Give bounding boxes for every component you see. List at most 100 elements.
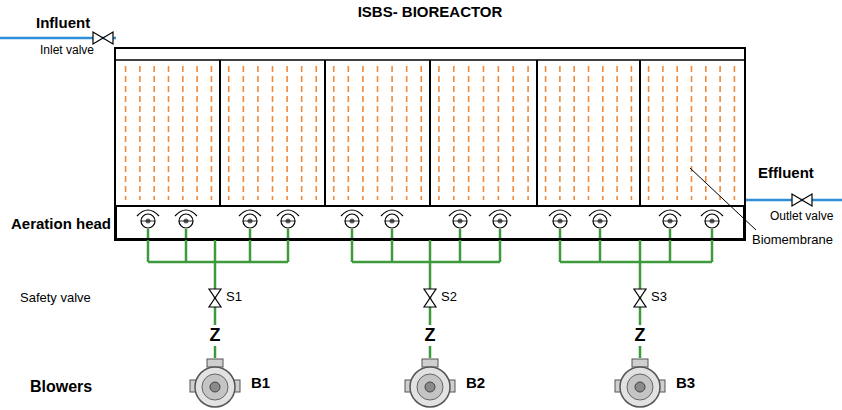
branch-pipe: [711, 229, 714, 262]
blower-unit: B3: [612, 358, 668, 408]
unit-tag: B2: [466, 374, 485, 391]
part-label: Aeration head: [11, 215, 111, 232]
coupling-symbol: Z: [632, 325, 649, 346]
inlet-label: Influent: [36, 14, 90, 31]
biomembrane-strand: [559, 66, 561, 200]
diffuser-disc: [663, 214, 677, 228]
blower-casing: [195, 367, 235, 407]
biomembrane-strand: [286, 66, 288, 200]
outlet-label: Effluent: [758, 164, 814, 181]
compartment-wall: [639, 60, 641, 205]
branch-pipe: [287, 229, 290, 262]
branch-pipe: [391, 229, 394, 262]
blower-outlet: [422, 359, 438, 367]
part-label: Safety valve: [20, 291, 91, 306]
biomembrane-strand: [182, 66, 184, 200]
blower-outlet: [207, 359, 223, 367]
diffuser-spoke: [493, 221, 507, 222]
compartment-walls: [220, 60, 640, 205]
diffuser-symbol: [137, 210, 159, 228]
manifold-pipe: [352, 261, 500, 264]
diffuser-spoke: [705, 221, 719, 222]
aeration-band: Aeration head: [115, 205, 745, 240]
diffuser-disc: [553, 214, 567, 228]
biomembrane-strand: [527, 66, 529, 200]
diffuser-symbol: [175, 210, 197, 228]
safety-valve-symbol: [209, 289, 221, 307]
biomembrane-strand: [483, 66, 485, 200]
biomembrane-strand: [228, 66, 230, 200]
diffuser-disc: [593, 214, 607, 228]
blower-symbol: [612, 358, 668, 408]
blower-hub: [635, 382, 645, 392]
diagram-title: ISBS- BIOREACTOR: [358, 3, 503, 20]
branch-pipe: [147, 229, 150, 262]
biomembrane-strand: [705, 66, 707, 200]
diffuser-symbol: [341, 210, 363, 228]
compartment-wall: [429, 60, 431, 205]
manifold-pipe: [560, 261, 712, 264]
branch-pipe: [185, 229, 188, 262]
biomembrane-strand: [315, 66, 317, 200]
blower-symbol: [187, 358, 243, 408]
diffuser-spoke: [345, 221, 359, 222]
manifold-pipe: [148, 261, 288, 264]
diffuser-symbol: [659, 210, 681, 228]
diffuser-spoke: [385, 221, 399, 222]
valve-label: Outlet valve: [770, 210, 833, 224]
biomembrane-strand: [676, 66, 678, 200]
compartment-wall: [219, 60, 221, 205]
diffuser-spoke: [663, 221, 677, 222]
biomembrane-strand: [453, 66, 455, 200]
biomembrane-strand: [691, 66, 693, 200]
biomembrane-strand: [125, 66, 127, 200]
biomembrane-strand: [573, 66, 575, 200]
biomembrane-strand: [512, 66, 514, 200]
valve-tag: S1: [226, 290, 242, 305]
part-label: Biomembrane: [752, 233, 833, 248]
unit-tag: B1: [251, 374, 270, 391]
biomembrane-strand: [420, 66, 422, 200]
compartment-wall: [324, 60, 326, 205]
blower-casing: [410, 367, 450, 407]
blower-impeller: [417, 374, 443, 400]
safety-valve-symbol: [424, 289, 436, 307]
branch-pipe: [459, 229, 462, 262]
compartment-wall: [536, 60, 538, 205]
diffuser-disc: [281, 214, 295, 228]
biomembrane-strand: [211, 66, 213, 200]
valve-tag: S2: [441, 290, 457, 305]
diffuser-symbol: [449, 210, 471, 228]
diffuser-disc: [705, 214, 719, 228]
biomembrane-strand: [362, 66, 364, 200]
diffuser-disc: [141, 214, 155, 228]
diffuser-disc: [385, 214, 399, 228]
branch-pipe: [499, 229, 502, 262]
inlet-valve-symbol: [93, 32, 113, 44]
biomembrane-strand: [588, 66, 590, 200]
biomembrane-strand: [243, 66, 245, 200]
biomembrane-strand: [406, 66, 408, 200]
diffuser-spoke: [141, 221, 155, 222]
blower-outlet: [632, 359, 648, 367]
outlet-valve-symbol: [792, 194, 812, 206]
branch-pipe: [599, 229, 602, 262]
diffuser-disc: [493, 214, 507, 228]
biomembrane-strand: [631, 66, 633, 200]
branch-pipe: [351, 229, 354, 262]
blower-impeller: [627, 374, 653, 400]
coupling-symbol: Z: [207, 325, 224, 346]
diffuser-symbol: [549, 210, 571, 228]
diffuser-symbol: [277, 210, 299, 228]
coupling-symbol: Z: [422, 325, 439, 346]
biomembrane-strand: [438, 66, 440, 200]
branch-pipe: [249, 229, 252, 262]
leader-line: [690, 168, 756, 230]
diffuser-spoke: [553, 221, 567, 222]
biomembrane-strand: [468, 66, 470, 200]
group-label: Blowers: [30, 378, 92, 396]
biomembrane-strand: [153, 66, 155, 200]
diffuser-symbol: [381, 210, 403, 228]
diffuser-disc: [345, 214, 359, 228]
